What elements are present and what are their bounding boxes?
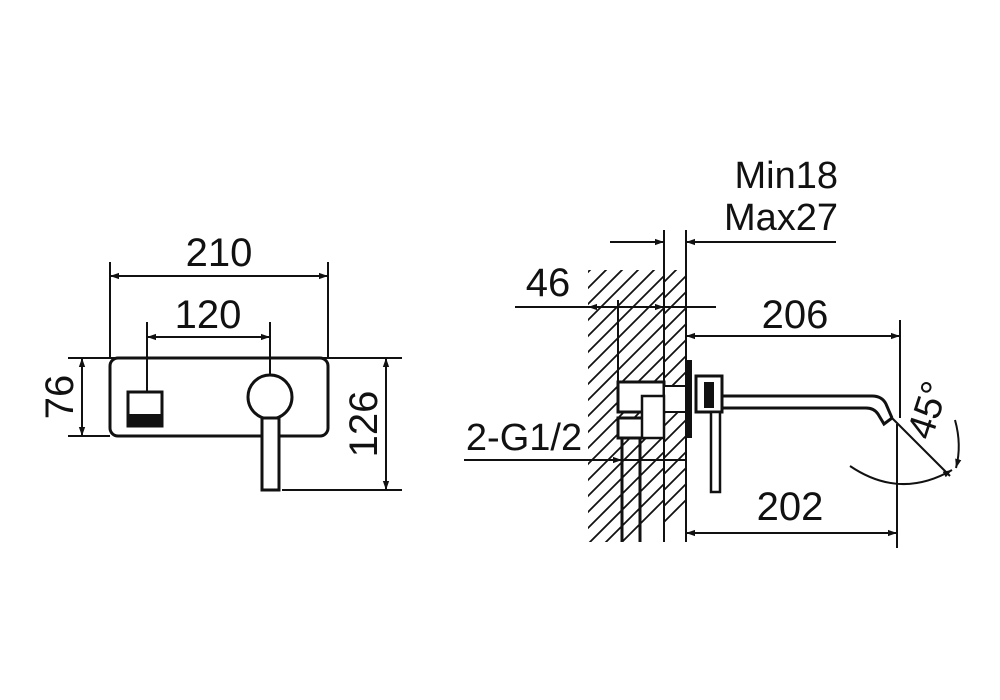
dim-label-76: 76 (38, 375, 82, 420)
handle-knob (246, 373, 294, 421)
body-connector (640, 394, 666, 440)
dim-label-202: 202 (757, 485, 824, 529)
angle-arc (849, 465, 953, 486)
label-thread: 2-G1/2 (466, 417, 582, 459)
handle-lever (260, 416, 281, 492)
inlet-pipe-box (616, 416, 646, 440)
label-max27: Max27 (724, 197, 838, 239)
outlet-square-fill (128, 414, 162, 426)
front-view: 210 120 76 126 (38, 231, 402, 492)
label-min18: Min18 (735, 155, 839, 197)
dim-label-206: 206 (762, 293, 829, 337)
wall-hatch-right (664, 270, 686, 524)
mixer-lever (709, 410, 722, 494)
wall-hatch-left (588, 270, 664, 542)
dim-label-126: 126 (342, 391, 386, 458)
dim-label-210: 210 (186, 231, 253, 275)
dim-label-120: 120 (175, 293, 242, 337)
cover-plate (108, 356, 330, 438)
dim-label-46: 46 (526, 261, 571, 305)
flange (686, 360, 692, 438)
label-angle: 45° (900, 376, 958, 444)
spout (722, 394, 894, 427)
side-view: Min18 Max27 46 206 2-G1/2 202 45° (464, 155, 962, 548)
